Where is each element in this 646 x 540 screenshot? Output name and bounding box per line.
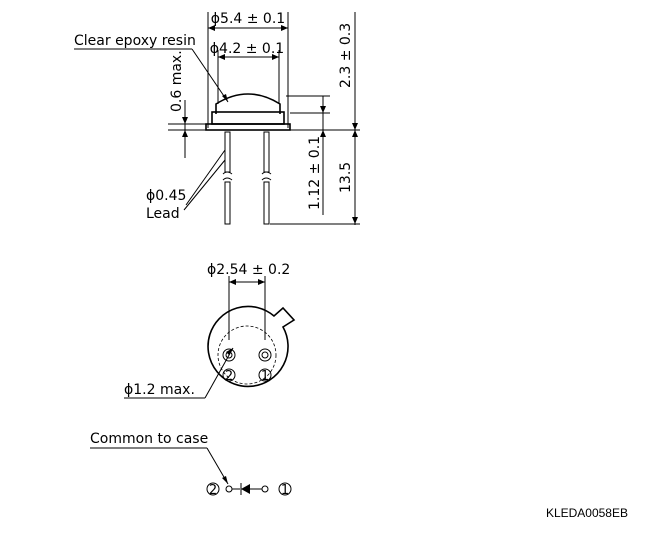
dome-height-dimension: 0.6 max. bbox=[168, 50, 208, 158]
schematic-pin-2-number: 2 bbox=[209, 483, 217, 498]
lead-length-dimension: 13.5 bbox=[270, 130, 360, 225]
bottom-view: ϕ2.54 ± 0.2 2 1 ϕ1.2 max. bbox=[124, 262, 296, 399]
top-height-dimension: 2.3 ± 0.3 bbox=[290, 12, 360, 225]
pin-1: 1 bbox=[258, 348, 272, 384]
lead-diameter-callout: ϕ0.45 Lead bbox=[146, 149, 226, 222]
outer-diameter-label: ϕ5.4 ± 0.1 bbox=[211, 11, 285, 27]
pin-diameter-label: ϕ1.2 max. bbox=[124, 382, 195, 398]
side-view: ϕ5.4 ± 0.1 ϕ4.2 ± 0.1 Clear epoxy resin bbox=[74, 11, 360, 225]
dome-height-label: 0.6 max. bbox=[169, 50, 185, 112]
outer-diameter-dimension: ϕ5.4 ± 0.1 bbox=[207, 11, 289, 128]
stem-flange bbox=[205, 123, 291, 131]
pitch-label: ϕ2.54 ± 0.2 bbox=[207, 262, 290, 278]
common-to-case-label: Common to case bbox=[90, 431, 208, 447]
lead-length-label: 13.5 bbox=[338, 162, 354, 193]
lead-left bbox=[224, 131, 231, 173]
schematic-pin-2 bbox=[206, 482, 220, 496]
flange-label: 1.12 ± 0.1 bbox=[307, 136, 323, 210]
lead-diameter-label: ϕ0.45 bbox=[146, 188, 186, 204]
photodiode-symbol bbox=[240, 483, 262, 495]
inner-diameter-label: ϕ4.2 ± 0.1 bbox=[210, 41, 284, 57]
pin-2-number: 2 bbox=[225, 369, 233, 384]
lead-right-lower bbox=[263, 181, 270, 225]
inner-diameter-dimension: ϕ4.2 ± 0.1 bbox=[210, 41, 284, 104]
pitch-dimension: ϕ2.54 ± 0.2 bbox=[207, 262, 290, 340]
cap-body bbox=[211, 111, 285, 125]
schematic: Common to case 2 1 bbox=[90, 431, 292, 498]
pin-1-number: 1 bbox=[261, 369, 269, 384]
flange-dimension: 1.12 ± 0.1 bbox=[286, 95, 330, 215]
lead-left-lower bbox=[224, 181, 231, 225]
pin-diameter-callout: ϕ1.2 max. bbox=[124, 347, 234, 399]
resin-label: Clear epoxy resin bbox=[74, 33, 196, 49]
lead-right bbox=[263, 131, 270, 173]
header-outline bbox=[207, 305, 296, 388]
top-height-label: 2.3 ± 0.3 bbox=[338, 23, 354, 88]
resin-callout: Clear epoxy resin bbox=[74, 33, 229, 103]
pin-2: 2 bbox=[222, 348, 236, 384]
drawing-code: KLEDA0058EB bbox=[546, 506, 628, 520]
cap-projection bbox=[217, 325, 277, 385]
schematic-pin-1 bbox=[278, 482, 292, 496]
lead-label: Lead bbox=[146, 206, 180, 222]
schematic-pin-1-number: 1 bbox=[281, 483, 289, 498]
leads bbox=[222, 131, 272, 225]
epoxy-dome bbox=[215, 93, 281, 114]
